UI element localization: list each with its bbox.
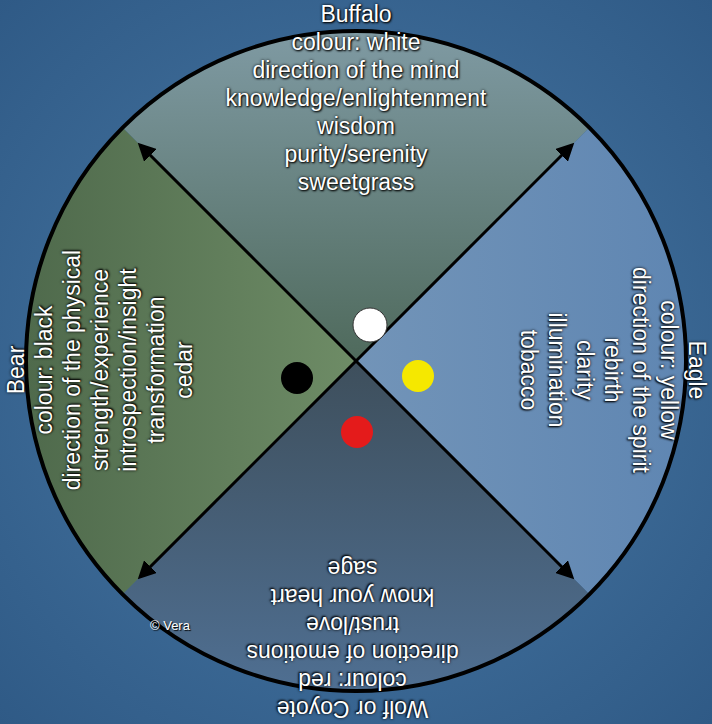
quadrant-fill bbox=[26, 128, 356, 595]
attribute-text: direction of the spirit bbox=[627, 261, 655, 479]
animal-heading: Eagle bbox=[683, 261, 711, 479]
attribute-text: clarity bbox=[571, 261, 599, 479]
attribute-text: tobacco bbox=[515, 261, 543, 479]
colour-dot bbox=[353, 308, 387, 342]
wheel-outline bbox=[26, 31, 686, 691]
colour-dot bbox=[341, 416, 373, 448]
attribute-text: transformation bbox=[141, 244, 169, 497]
quadrant-column: Eaglecolour: yellowdirection of the spir… bbox=[515, 261, 711, 479]
attribute-text: illumination bbox=[543, 261, 571, 479]
attribute-text: rebirth bbox=[599, 261, 627, 479]
attribute-text: sweetgrass bbox=[220, 168, 493, 196]
attribute-text: knowledge/enlightenment bbox=[220, 84, 493, 112]
attribute-text: know your heart bbox=[240, 583, 465, 611]
attribute-text: trust/love bbox=[240, 611, 465, 639]
animal-heading: Buffalo bbox=[220, 0, 493, 28]
attribute-text: introspection/insight bbox=[113, 244, 141, 497]
attribute-text: strength/experience bbox=[85, 244, 113, 497]
attribute-text: direction of emotions bbox=[240, 639, 465, 667]
attribute-text: sage bbox=[240, 555, 465, 583]
attribute-text: colour: black bbox=[29, 244, 57, 497]
colour-dot bbox=[402, 360, 434, 392]
attribute-text: direction of the physical bbox=[57, 244, 85, 497]
attribute-text: colour: white bbox=[220, 28, 493, 56]
watermark: © Vera bbox=[150, 618, 190, 634]
quadrant-column: Buffalocolour: whitedirection of the min… bbox=[220, 0, 493, 196]
animal-heading: Bear bbox=[1, 244, 29, 497]
attribute-text: direction of the mind bbox=[220, 56, 493, 84]
attribute-text: wisdom bbox=[220, 112, 493, 140]
colour-dot bbox=[281, 362, 313, 394]
attribute-text: purity/serenity bbox=[220, 140, 493, 168]
quadrant-column: Wolf or Coyotecolour: reddirection of em… bbox=[240, 555, 465, 723]
quadrant-column: Bearcolour: blackdirection of the physic… bbox=[1, 244, 197, 497]
attribute-text: colour: red bbox=[240, 667, 465, 695]
animal-heading: Wolf or Coyote bbox=[240, 695, 465, 723]
attribute-text: colour: yellow bbox=[655, 261, 683, 479]
attribute-text: cedar bbox=[169, 244, 197, 497]
